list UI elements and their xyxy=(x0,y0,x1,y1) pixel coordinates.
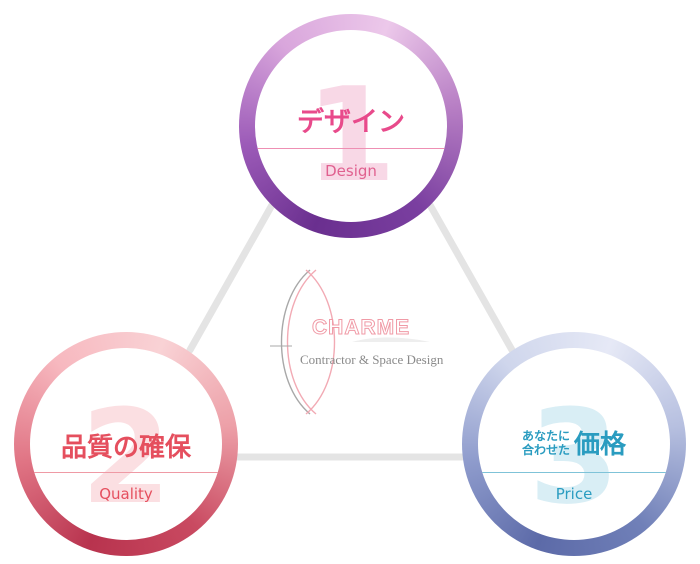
price-title-group: あなたに合わせた価格 xyxy=(478,424,670,461)
logo-tagline: Contractor & Space Design xyxy=(300,352,444,367)
quality-circle: 2 品質の確保 Quality xyxy=(14,332,238,556)
connector-top-right xyxy=(426,201,516,354)
quality-subtitle: Quality xyxy=(99,485,153,503)
price-title: 価格 xyxy=(574,430,627,460)
logo-mark xyxy=(270,269,430,415)
quality-number: 2 xyxy=(80,381,172,533)
price-circle: 3 あなたに合わせた価格 Price xyxy=(462,332,686,556)
quality-divider xyxy=(30,472,222,473)
price-number: 3 xyxy=(528,381,620,533)
design-divider xyxy=(255,148,447,149)
price-title-small-line1: あなたに xyxy=(521,428,570,443)
connector-top-left xyxy=(186,201,276,354)
logo-name: CHARME xyxy=(311,316,411,340)
price-title-small: あなたに合わせた xyxy=(522,429,570,457)
quality-inner: 2 品質の確保 Quality xyxy=(30,348,222,540)
price-divider xyxy=(478,472,670,473)
charme-logo: CHARME Contractor & Space Design xyxy=(262,262,462,422)
design-subtitle: Design xyxy=(325,162,377,180)
price-inner: 3 あなたに合わせた価格 Price xyxy=(478,348,670,540)
price-title-small-line2: 合わせた xyxy=(521,442,570,457)
design-number: 1 xyxy=(305,59,397,211)
design-title: デザイン xyxy=(297,107,405,138)
price-subtitle: Price xyxy=(555,485,593,503)
design-circle: 1 デザイン Design xyxy=(239,14,463,238)
design-inner: 1 デザイン Design xyxy=(255,30,447,222)
quality-title: 品質の確保 xyxy=(60,433,191,463)
